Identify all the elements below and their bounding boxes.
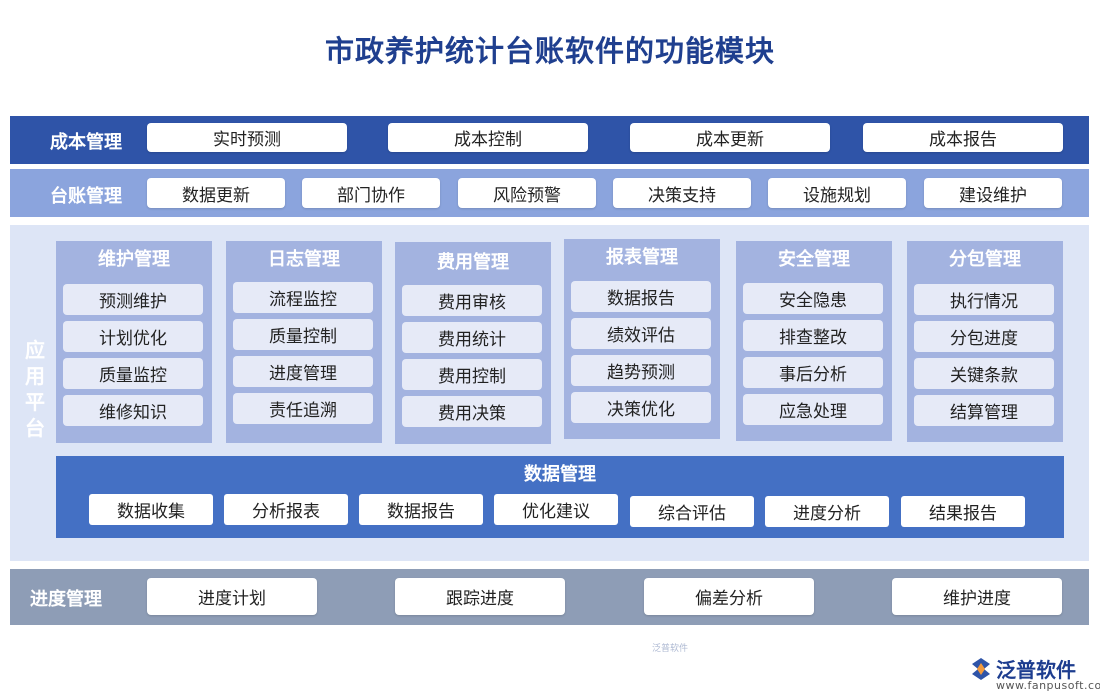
module-title: 日志管理 <box>268 249 340 270</box>
module-item: 费用统计 <box>402 322 542 353</box>
module-item: 进度管理 <box>233 356 373 387</box>
progress-item: 跟踪进度 <box>395 578 565 615</box>
module-item: 质量控制 <box>233 319 373 350</box>
module-item: 分包进度 <box>914 321 1054 352</box>
module-item: 流程监控 <box>233 282 373 313</box>
module-item: 应急处理 <box>743 394 883 425</box>
data-management: 数据管理 数据收集 分析报表 数据报告 优化建议 综合评估 进度分析 结果报告 <box>56 456 1064 538</box>
brand-logo: 泛普软件 www.fanpusoft.com <box>968 654 1100 694</box>
module-item: 质量监控 <box>63 358 203 389</box>
module-item: 趋势预测 <box>571 355 711 386</box>
module-title: 维护管理 <box>98 249 170 270</box>
progress-item: 维护进度 <box>892 578 1062 615</box>
module-title: 费用管理 <box>437 252 509 273</box>
ledger-management-label: 台账管理 <box>50 186 122 207</box>
progress-management-label: 进度管理 <box>30 589 102 610</box>
data-management-item: 综合评估 <box>630 496 754 527</box>
module-item: 责任追溯 <box>233 393 373 424</box>
module-expense: 费用管理 费用审核 费用统计 费用控制 费用决策 <box>395 242 551 444</box>
cost-item: 成本更新 <box>630 123 830 152</box>
logo-url: www.fanpusoft.com <box>996 679 1100 692</box>
data-management-title: 数据管理 <box>524 464 596 485</box>
data-management-item: 进度分析 <box>765 496 889 527</box>
data-management-item: 优化建议 <box>494 494 618 525</box>
page-title: 市政养护统计台账软件的功能模块 <box>324 34 775 68</box>
module-item: 维修知识 <box>63 395 203 426</box>
progress-item: 进度计划 <box>147 578 317 615</box>
application-platform: 应用平台 维护管理 预测维护 计划优化 质量监控 维修知识 日志管理 流程监控 … <box>10 225 1089 654</box>
cost-item: 实时预测 <box>147 123 347 152</box>
ledger-item: 建设维护 <box>924 178 1062 208</box>
platform-label: 应用平台 <box>25 338 45 440</box>
watermark: 泛普软件 <box>652 644 689 654</box>
module-title: 报表管理 <box>606 247 678 268</box>
module-item: 执行情况 <box>914 284 1054 315</box>
ledger-item: 设施规划 <box>768 178 906 208</box>
module-item: 绩效评估 <box>571 318 711 349</box>
module-item: 数据报告 <box>571 281 711 312</box>
module-report: 报表管理 数据报告 绩效评估 趋势预测 决策优化 <box>564 239 720 439</box>
logo-name: 泛普软件 <box>996 658 1076 682</box>
ledger-management-row: 台账管理 数据更新 部门协作 风险预警 决策支持 设施规划 建设维护 <box>10 169 1089 217</box>
progress-item: 偏差分析 <box>644 578 814 615</box>
logo-icon <box>972 658 990 680</box>
module-log: 日志管理 流程监控 质量控制 进度管理 责任追溯 <box>226 241 382 443</box>
module-item: 预测维护 <box>63 284 203 315</box>
cost-item: 成本报告 <box>863 123 1063 152</box>
module-title: 分包管理 <box>949 249 1021 270</box>
module-maintenance: 维护管理 预测维护 计划优化 质量监控 维修知识 <box>56 241 212 443</box>
module-item: 计划优化 <box>63 321 203 352</box>
data-management-item: 数据收集 <box>89 494 213 525</box>
data-management-item: 数据报告 <box>359 494 483 525</box>
ledger-item: 决策支持 <box>613 178 751 208</box>
module-title: 安全管理 <box>778 249 850 270</box>
module-item: 费用决策 <box>402 396 542 427</box>
ledger-item: 风险预警 <box>458 178 596 208</box>
cost-management-label: 成本管理 <box>50 132 122 153</box>
module-item: 决策优化 <box>571 392 711 423</box>
module-item: 安全隐患 <box>743 283 883 314</box>
progress-management-row: 进度管理 进度计划 跟踪进度 偏差分析 维护进度 <box>10 569 1089 625</box>
ledger-item: 数据更新 <box>147 178 285 208</box>
module-item: 排查整改 <box>743 320 883 351</box>
ledger-item: 部门协作 <box>302 178 440 208</box>
module-safety: 安全管理 安全隐患 排查整改 事后分析 应急处理 <box>736 241 892 441</box>
module-item: 费用控制 <box>402 359 542 390</box>
cost-management-row: 成本管理 实时预测 成本控制 成本更新 成本报告 <box>10 116 1089 164</box>
module-item: 费用审核 <box>402 285 542 316</box>
module-item: 关键条款 <box>914 358 1054 389</box>
data-management-item: 分析报表 <box>224 494 348 525</box>
cost-item: 成本控制 <box>388 123 588 152</box>
module-item: 结算管理 <box>914 395 1054 426</box>
module-subcontract: 分包管理 执行情况 分包进度 关键条款 结算管理 <box>907 241 1063 442</box>
module-item: 事后分析 <box>743 357 883 388</box>
data-management-item: 结果报告 <box>901 496 1025 527</box>
